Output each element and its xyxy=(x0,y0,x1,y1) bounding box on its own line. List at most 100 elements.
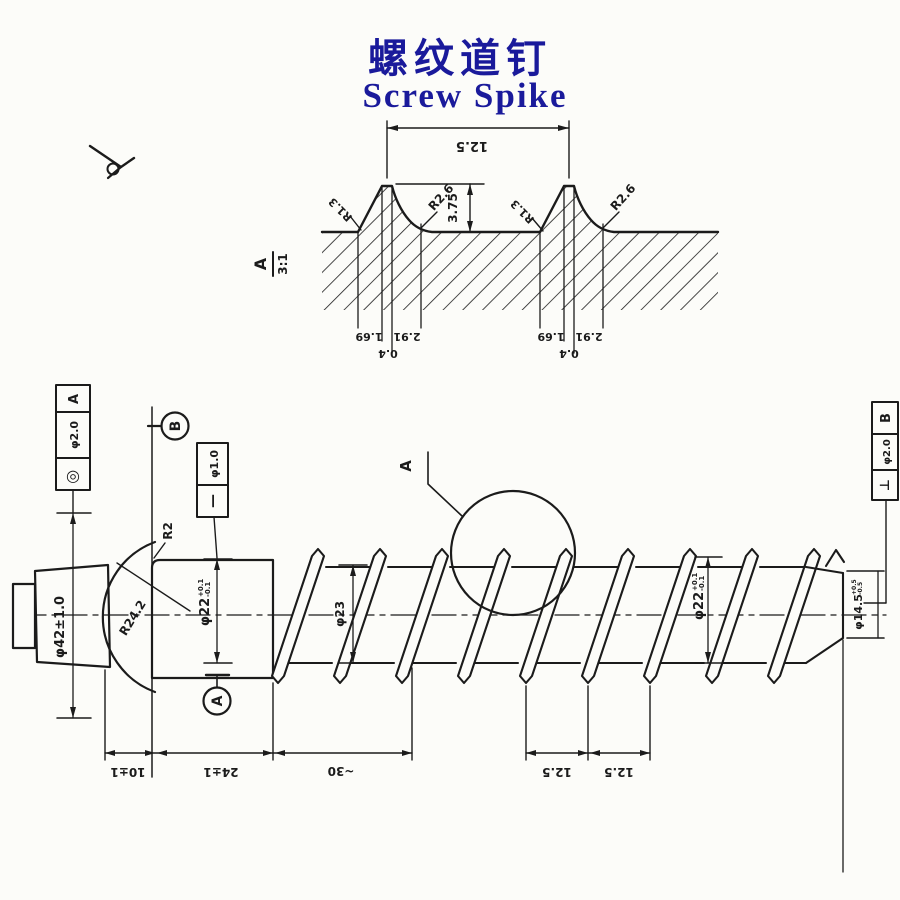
dim-collar-len-label: 24±1 xyxy=(203,765,238,779)
title-english: Screw Spike xyxy=(362,76,568,115)
crest-radius-leader-left xyxy=(419,211,438,230)
svg-text:+0.5: +0.5 xyxy=(851,579,858,595)
svg-text:0.4: 0.4 xyxy=(378,347,398,360)
detail-label: A xyxy=(397,460,415,472)
dim-tooth-height xyxy=(395,183,485,233)
svg-text:1.69: 1.69 xyxy=(355,330,382,343)
flank-left-label-1: 1.69 xyxy=(355,330,382,343)
crest-flat-label-1: 0.4 xyxy=(378,347,398,360)
svg-text:12.5: 12.5 xyxy=(542,765,572,779)
title-chinese: 螺纹道钉 xyxy=(368,36,552,81)
dim-shank-dia-label: φ22 +0.1 -0.1 xyxy=(197,579,213,627)
dim-pitch xyxy=(386,120,570,179)
gdt-frame-straightness: φ1.0 — xyxy=(196,442,229,559)
tooth-guide-lines xyxy=(357,185,604,354)
svg-text:A: A xyxy=(210,695,226,706)
svg-text:φ14.5: φ14.5 xyxy=(852,594,865,630)
detail-circle xyxy=(449,489,577,617)
surface-finish-icon xyxy=(88,144,136,180)
crest-radius-label-right: R2.6 xyxy=(608,181,639,213)
gdt-frame-left: A φ2.0 ◎ xyxy=(55,384,91,514)
root-radius-label-left: R1.3 xyxy=(326,195,355,224)
svg-text:24±1: 24±1 xyxy=(203,765,238,779)
flank-left-label-2: 1.69 xyxy=(537,330,564,343)
svg-text:1.69: 1.69 xyxy=(537,330,564,343)
dim-tip-dia xyxy=(842,570,885,873)
fillet-label: R2 xyxy=(161,522,175,540)
svg-text:A: A xyxy=(67,394,82,404)
flank-right-label-1: 2.91 xyxy=(393,330,420,343)
svg-text:B: B xyxy=(879,413,894,423)
svg-text:B: B xyxy=(168,421,184,432)
dim-shank-dia xyxy=(203,558,233,664)
datum-b-flag: B xyxy=(146,411,190,441)
root-radius-label-right: R1.3 xyxy=(508,197,537,226)
dim-thread-dia-label: φ22 +0.1 -0.1 xyxy=(691,573,707,621)
svg-text:12.5: 12.5 xyxy=(604,765,634,779)
svg-text:φ22: φ22 xyxy=(692,592,707,620)
svg-text:3:1: 3:1 xyxy=(276,253,290,275)
svg-text:2.91: 2.91 xyxy=(393,330,420,343)
straightness-icon: — xyxy=(205,494,221,508)
dim-shank-len-label: ~30 xyxy=(328,764,355,778)
svg-text:3.75: 3.75 xyxy=(446,193,460,223)
svg-text:⊥: ⊥ xyxy=(878,479,893,491)
dim-head-dia xyxy=(56,512,92,719)
svg-text:R1.3: R1.3 xyxy=(508,197,537,226)
dim-pitch2-label: 12.5 xyxy=(604,765,634,779)
svg-text:+0.1: +0.1 xyxy=(197,579,205,597)
dim-tooth-height-label: 3.75 xyxy=(446,193,460,223)
svg-text:φ2.0: φ2.0 xyxy=(882,439,893,465)
thread-blades xyxy=(270,547,822,685)
dim-head-len-label: 10±1 xyxy=(110,765,145,779)
svg-text:R2: R2 xyxy=(161,522,175,540)
svg-text:—: — xyxy=(205,494,221,508)
head-dome-arc xyxy=(101,540,157,694)
thread-profile-outline xyxy=(320,184,720,234)
svg-text:φ2.0: φ2.0 xyxy=(68,421,81,449)
dim-thread-dia xyxy=(694,556,723,664)
svg-text:-0.1: -0.1 xyxy=(204,582,212,597)
svg-text:10±1: 10±1 xyxy=(110,765,145,779)
head-square xyxy=(33,563,112,669)
svg-text:R1.3: R1.3 xyxy=(326,195,355,224)
flank-right-label-2: 2.91 xyxy=(575,330,602,343)
svg-text:φ22: φ22 xyxy=(198,598,213,626)
svg-text:2.91: 2.91 xyxy=(575,330,602,343)
svg-text:A: A xyxy=(251,257,270,270)
svg-text:-0.1: -0.1 xyxy=(698,576,706,591)
dim-pitch-label: 12.5 xyxy=(456,138,488,153)
svg-text:A: A xyxy=(397,460,415,472)
section-scale-label: A 3:1 xyxy=(251,251,290,277)
root-radius-leader-left xyxy=(349,215,362,231)
crest-radius-leader-right xyxy=(601,211,620,230)
svg-text:~30: ~30 xyxy=(328,764,355,778)
svg-text:φ42±1.0: φ42±1.0 xyxy=(53,596,68,658)
dim-pitch1-label: 12.5 xyxy=(542,765,572,779)
perpendicularity-icon: ⊥ xyxy=(878,479,893,491)
fillet-leader xyxy=(153,542,166,559)
gdt-frame-right: B φ2.0 ⊥ xyxy=(863,401,899,604)
svg-text:12.5: 12.5 xyxy=(456,138,488,153)
thread-root-lines xyxy=(285,566,807,664)
svg-text:φ1.0: φ1.0 xyxy=(208,450,221,478)
concentricity-icon: ◎ xyxy=(66,466,80,485)
root-radius-leader-right xyxy=(531,217,544,232)
thread-profile-section: 12.5 3.75 R2.6 R2.6 xyxy=(88,120,720,360)
dome-radius-leader xyxy=(116,562,191,612)
dim-head-dia-label: φ42±1.0 xyxy=(53,596,68,658)
svg-text:+0.1: +0.1 xyxy=(691,573,699,591)
dim-tip-dia-label: φ14.5 +0.5 -0.5 xyxy=(851,579,865,630)
detail-leader xyxy=(427,451,463,517)
bottom-dim-chain xyxy=(104,667,651,761)
svg-text:0.4: 0.4 xyxy=(559,347,579,360)
tip xyxy=(804,548,846,665)
svg-text:R2.6: R2.6 xyxy=(608,181,639,213)
svg-text:-0.5: -0.5 xyxy=(857,582,864,595)
svg-text:φ23: φ23 xyxy=(333,601,347,627)
crest-flat-label-2: 0.4 xyxy=(559,347,579,360)
dim-core-dia xyxy=(338,564,368,664)
dome-radius-label: R24.2 xyxy=(116,598,148,638)
